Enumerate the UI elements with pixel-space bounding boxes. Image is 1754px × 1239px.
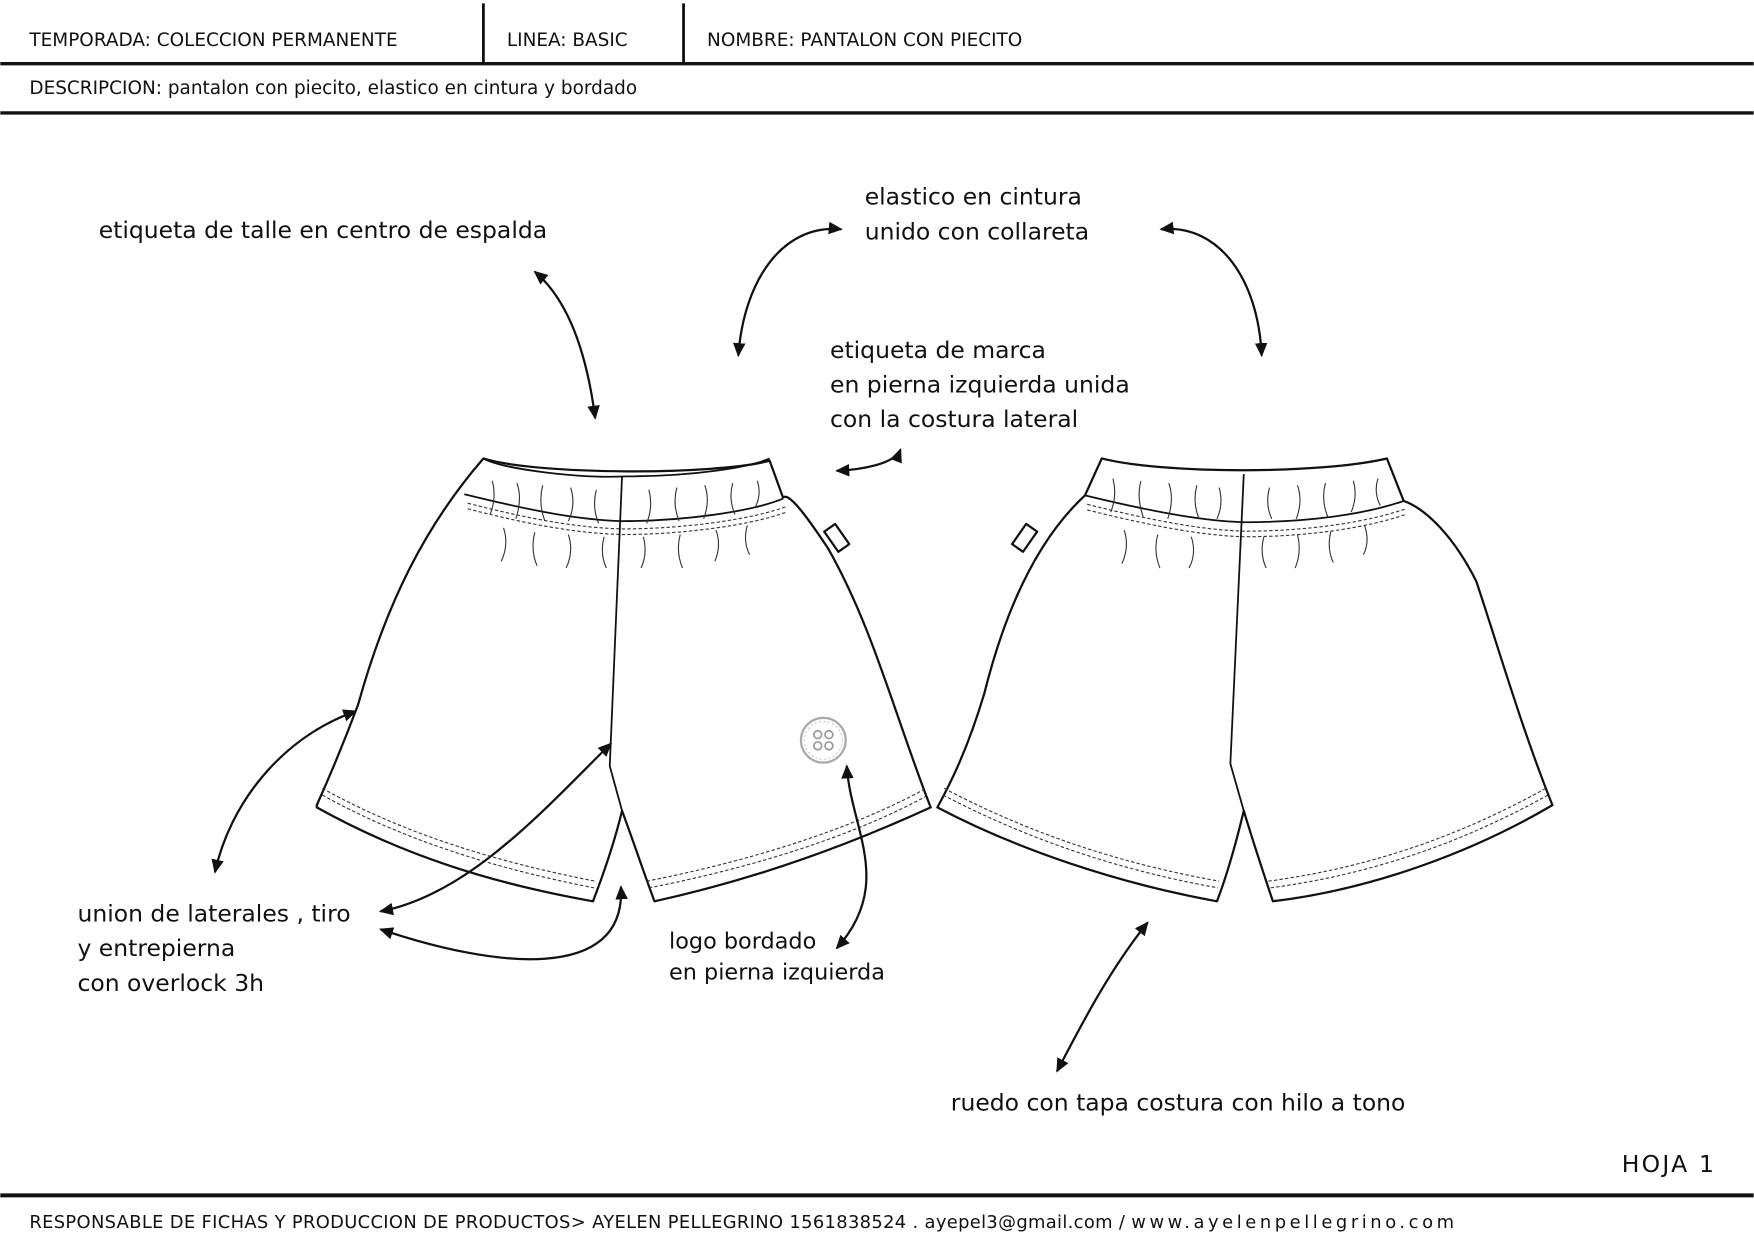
page-number: HOJA 1 [1622, 1150, 1717, 1178]
arrow-ruedo [1056, 921, 1149, 1073]
arrow-union-lateral [211, 709, 358, 874]
footer-credits: RESPONSABLE DE FICHAS Y PRODUCCION DE PR… [29, 1212, 1457, 1233]
label-union-3: con overlock 3h [77, 969, 264, 997]
footer-website: www.ayelenpellegrino.com [1131, 1212, 1457, 1233]
label-elastico-2: unido con collareta [865, 217, 1089, 245]
linea-field: LINEA: BASIC [507, 30, 628, 51]
brand-label-tag [823, 522, 851, 553]
label-etiqueta-talle: etiqueta de talle en centro de espalda [99, 216, 547, 244]
label-logo-2: en pierna izquierda [669, 960, 885, 986]
nombre-field: NOMBRE: PANTALON CON PIECITO [707, 30, 1022, 51]
label-ruedo: ruedo con tapa costura con hilo a tono [951, 1088, 1406, 1116]
arrow-etiqueta-marca [835, 448, 902, 477]
label-elastico-1: elastico en cintura [865, 183, 1082, 211]
label-etiqueta-marca-3: con la costura lateral [830, 405, 1078, 433]
label-union-1: union de laterales , tiro [77, 899, 350, 927]
label-etiqueta-marca-2: en pierna izquierda unida [830, 370, 1130, 398]
header: TEMPORADA: COLECCION PERMANENTE LINEA: B… [0, 3, 1754, 115]
arrow-elastico-right [1159, 221, 1268, 358]
temporada-field: TEMPORADA: COLECCION PERMANENTE [28, 30, 397, 51]
descripcion-field: DESCRIPCION: pantalon con piecito, elast… [29, 78, 637, 99]
label-logo-1: logo bordado [669, 928, 816, 954]
annotation-arrows [211, 221, 1268, 1073]
arrow-etiqueta-talle [533, 270, 600, 420]
arrow-union-entrepierna [379, 885, 628, 961]
back-shorts-drawing [936, 457, 1554, 903]
arrow-logo [835, 764, 868, 950]
footer-responsable: RESPONSABLE DE FICHAS Y PRODUCCION DE PR… [29, 1212, 1131, 1233]
label-etiqueta-marca-1: etiqueta de marca [830, 336, 1046, 364]
embroidered-logo [799, 716, 847, 764]
label-union-2: y entrepierna [77, 934, 235, 962]
front-shorts-drawing [315, 457, 932, 903]
brand-label-tag-back [1010, 522, 1039, 553]
arrow-elastico-left [733, 221, 843, 358]
